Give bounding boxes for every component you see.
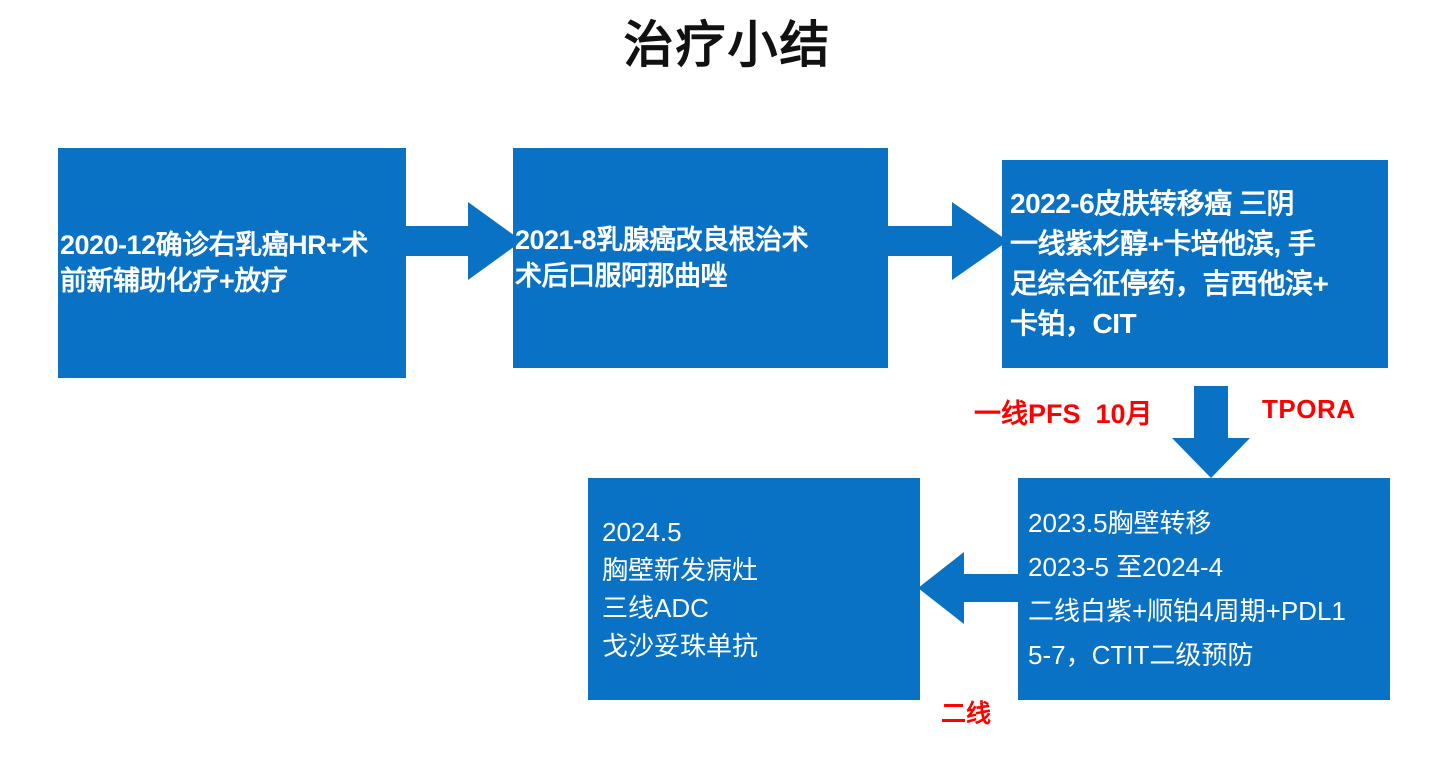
flow-box-line: 2020-12确诊右乳癌HR+术: [60, 230, 368, 260]
flow-box-line: 2022-6皮肤转移癌 三阴: [1010, 188, 1294, 219]
flow-box-line: 前新辅助化疗+放疗: [60, 266, 288, 296]
flow-box-line: 2023.5胸壁转移: [1028, 508, 1212, 538]
note-second-line-pfs-line: 二线: [940, 700, 991, 728]
arrow-left-1-icon: [918, 552, 1020, 624]
flow-box-line: 二线白紫+顺铂4周期+PDL1: [1028, 596, 1346, 626]
flow-box-line: 戈沙妥珠单抗: [602, 631, 759, 661]
flow-box-surgery-2021[interactable]: 2021-8乳腺癌改良根治术 术后口服阿那曲唑: [513, 148, 888, 368]
flow-box-skin-metastasis-2022[interactable]: 2022-6皮肤转移癌 三阴 一线紫杉醇+卡培他滨, 手 足综合征停药，吉西他滨…: [1002, 160, 1388, 368]
flow-box-line: 三线ADC: [602, 593, 709, 623]
flow-box-line: 5-7，CTIT二级预防: [1028, 640, 1254, 670]
arrow-down-1-icon: [1172, 386, 1250, 478]
flow-box-line: 2024.5: [602, 517, 682, 547]
flow-box-line: 卡铂，CIT: [1010, 308, 1137, 339]
note-regimen-tpora: TPORA: [1262, 394, 1356, 424]
flow-box-chest-wall-metastasis-2023[interactable]: 2023.5胸壁转移 2023-5 至2024-4 二线白紫+顺铂4周期+PDL…: [1018, 478, 1390, 700]
note-second-line-pfs: 二线 PFS 11月: [918, 624, 1014, 759]
flow-box-line: 一线紫杉醇+卡培他滨, 手: [1010, 228, 1316, 259]
flow-box-diagnosis-2020[interactable]: 2020-12确诊右乳癌HR+术 前新辅助化疗+放疗: [58, 148, 406, 378]
flow-box-line: 术后口服阿那曲唑: [515, 261, 728, 291]
flow-box-line: 2023-5 至2024-4: [1028, 552, 1224, 582]
arrow-right-1-icon: [404, 202, 522, 280]
arrow-right-2-icon: [886, 202, 1008, 280]
flow-box-new-lesion-2024[interactable]: 2024.5 胸壁新发病灶 三线ADC 戈沙妥珠单抗: [588, 478, 920, 700]
flow-box-line: 2021-8乳腺癌改良根治术: [515, 225, 809, 255]
note-first-line-pfs: 一线PFS 10月: [974, 399, 1153, 429]
flow-box-line: 足综合征停药，吉西他滨+: [1010, 268, 1329, 299]
flow-box-line: 胸壁新发病灶: [602, 555, 759, 585]
page-title: 治疗小结: [623, 17, 832, 73]
